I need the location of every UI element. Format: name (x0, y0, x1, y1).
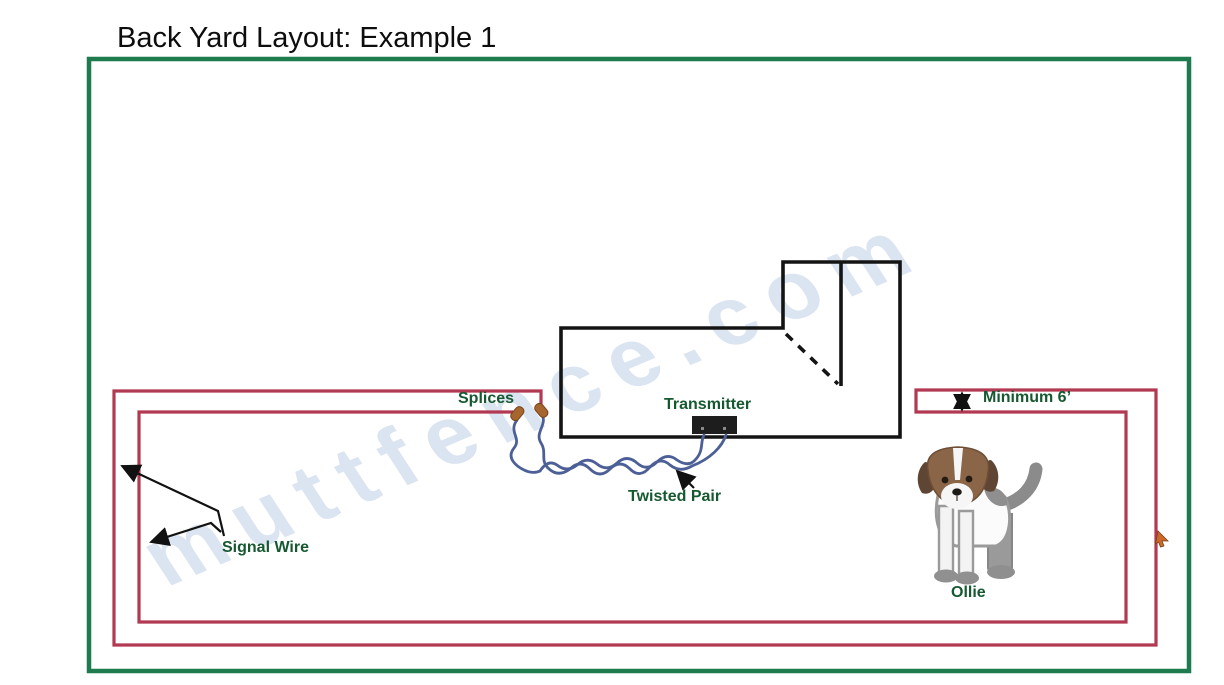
splices-label: Splices (458, 390, 515, 407)
dog-front-leg (957, 509, 975, 579)
splice-cap-right (534, 402, 549, 418)
boundary-flag-icon (1154, 530, 1169, 548)
dog-nose (952, 488, 962, 496)
signal-wire-label: Signal Wire (222, 539, 309, 556)
dog-back-patch (984, 487, 1008, 507)
transmitter-label: Transmitter (664, 396, 752, 413)
twisted-pair-arrow (675, 469, 697, 491)
yard-boundary-border (86, 56, 1192, 674)
dog-blaze (953, 448, 963, 480)
house-walls (559, 260, 902, 439)
signal-wire-loop (112, 388, 1158, 647)
transmitter-box (692, 416, 737, 434)
dog-front-leg (937, 504, 955, 577)
signal-wire-arrows (120, 464, 226, 547)
house-outline (559, 260, 902, 439)
house-dashed-wire-route (784, 332, 840, 386)
page-title: Back Yard Layout: Example 1 (117, 22, 497, 54)
twisted-pair-label: Twisted Pair (628, 488, 722, 505)
dog-name-label: Ollie (951, 584, 986, 601)
minimum-distance-label: Minimum 6’ (983, 389, 1072, 406)
splice-connectors (510, 402, 549, 422)
splice-cap-left (510, 406, 525, 422)
twisted-pair-wires (509, 411, 728, 476)
dog-illustration (917, 446, 1043, 585)
